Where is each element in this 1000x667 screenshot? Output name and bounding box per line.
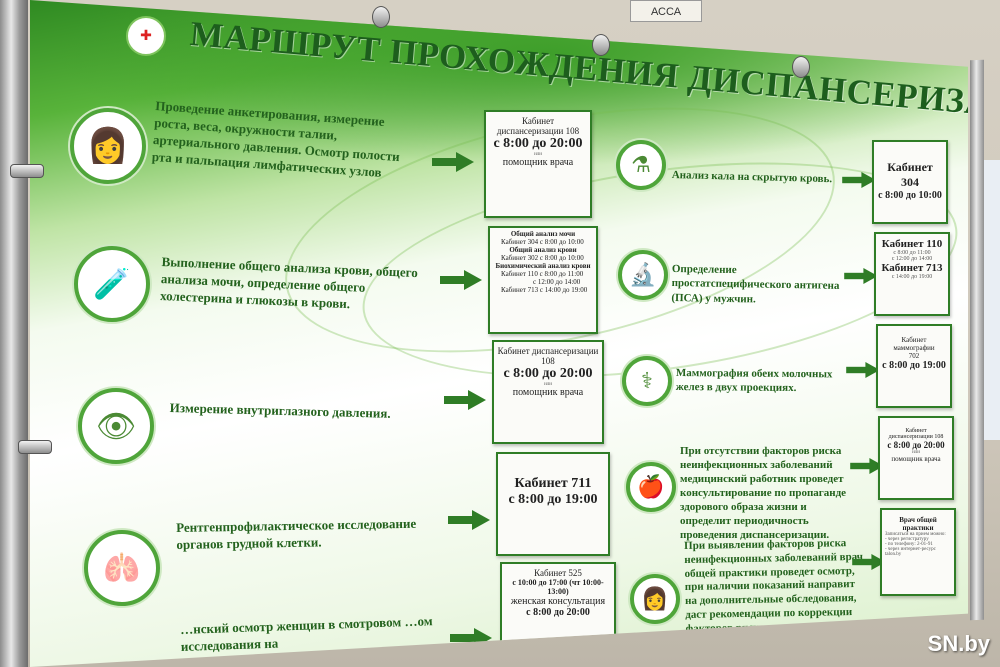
- mammography-icon: ⚕: [622, 356, 672, 406]
- card-line: Кабинет 713 с 14:00 до 19:00: [501, 286, 588, 294]
- schedule-card: Кабинет маммографии 702 с 8:00 до 19:00: [876, 324, 952, 408]
- card-hours: с 8:00 до 20:00: [526, 607, 590, 618]
- card-room: Кабинет 713: [881, 262, 943, 274]
- card-line: - через интернет-ресурс talon.by: [885, 547, 936, 557]
- card-line: Биохимический анализ крови: [495, 262, 591, 270]
- arrow-icon: [448, 510, 490, 530]
- card-room: Кабинет 110: [881, 238, 943, 250]
- lungs-icon: 🫁: [84, 530, 160, 606]
- schedule-card: Кабинет 711 с 8:00 до 19:00: [496, 452, 610, 556]
- schedule-card: Кабинет 304 с 8:00 до 10:00: [872, 140, 948, 224]
- metal-rail: [970, 59, 984, 621]
- card-hours: с 8:00 до 19:00: [508, 492, 598, 507]
- schedule-card: Кабинет диспансеризации 108 с 8:00 до 20…: [484, 110, 592, 218]
- step-text: Маммография обеих молочных желез в двух …: [675, 366, 833, 395]
- card-hours: с 8:00 до 10:00: [878, 190, 942, 201]
- card-title: Врач общей практики: [899, 516, 937, 532]
- card-line: с 14:00 до 19:00: [891, 274, 933, 280]
- test-tubes-icon: ⚗: [616, 140, 666, 190]
- card-subtitle: женская консультация: [510, 596, 606, 607]
- door-sign: АССА: [630, 0, 702, 22]
- card-line: Общий анализ крови: [509, 246, 577, 254]
- card-note: или: [534, 152, 542, 157]
- watermark: SN.by: [927, 631, 990, 656]
- card-room: Кабинет 711: [514, 476, 592, 491]
- step-text: Выполнение общего анализа крови, общего …: [159, 254, 419, 312]
- schedule-card: Общий анализ мочи Кабинет 304 с 8:00 до …: [488, 226, 598, 334]
- lifestyle-icon: 🍎: [626, 462, 676, 512]
- card-title: Кабинет диспансеризации 108: [497, 346, 599, 366]
- schedule-card: Врач общей практики Записаться на прием …: [880, 508, 956, 596]
- card-line: Записаться на прием можно:: [885, 532, 946, 537]
- card-line: Кабинет 304 с 8:00 до 10:00: [501, 238, 584, 246]
- card-line: - по телефону: 2-01-91: [885, 542, 933, 547]
- arrow-icon: [846, 362, 880, 378]
- card-title: Кабинет диспансеризации 108: [496, 116, 580, 136]
- schedule-card: Кабинет диспансеризации 108 с 8:00 до 20…: [878, 416, 954, 500]
- card-title: Кабинет 525: [534, 568, 582, 578]
- info-board: ✚ МАРШРУТ ПРОХОЖДЕНИЯ ДИСПАНСЕРИЗАЦИИ 👩 …: [30, 0, 968, 667]
- card-subtitle: помощник врача: [891, 455, 941, 463]
- eye-icon: 👁: [78, 388, 154, 464]
- card-hours: с 10:00 до 17:00 (чт 10:00-13:00): [512, 578, 604, 596]
- card-line: Кабинет 110 с 8:00 до 11:00: [501, 270, 584, 278]
- card-room: Кабинет 304: [887, 160, 933, 189]
- step-text: Определение простатспецифического антиге…: [671, 262, 840, 306]
- metal-rail: [0, 0, 28, 667]
- clinic-logo: ✚: [126, 16, 166, 56]
- schedule-card: Кабинет 110 с 8:00 до 11:00 с 12:00 до 1…: [874, 232, 950, 316]
- arrow-icon: [444, 390, 486, 410]
- step-text: При отсутствии факторов риска неинфекцио…: [680, 445, 847, 542]
- consultation-icon: 👩: [630, 574, 680, 624]
- card-line: с 8:00 до 11:00: [893, 250, 931, 256]
- microscope-icon: 🔬: [618, 250, 668, 300]
- card-hours: с 8:00 до 20:00: [503, 366, 593, 381]
- card-hours: с 8:00 до 20:00: [887, 440, 945, 450]
- frame-clamp: [592, 34, 610, 56]
- card-line: с 12:00 до 14:00: [891, 256, 933, 262]
- frame-clamp: [18, 440, 52, 454]
- card-hours: с 8:00 до 19:00: [882, 360, 946, 371]
- card-line: с 12:00 до 14:00: [533, 278, 581, 286]
- card-line: Общий анализ мочи: [510, 230, 576, 238]
- card-hours: с 8:00 до 20:00: [493, 136, 583, 151]
- schedule-card: Кабинет диспансеризации 108 с 8:00 до 20…: [492, 340, 604, 444]
- arrow-icon: [432, 152, 474, 172]
- card-subtitle: помощник врача: [502, 157, 574, 168]
- frame-clamp: [372, 6, 390, 28]
- arrow-icon: [844, 268, 878, 284]
- card-title: Кабинет диспансеризации 108: [888, 428, 944, 440]
- card-line: - через регистратуру: [885, 537, 929, 542]
- step-text: Проведение анкетирования, измерение рост…: [151, 98, 401, 180]
- step-text: Измерение внутриглазного давления.: [169, 400, 391, 421]
- card-title: 702: [908, 352, 920, 360]
- frame-clamp: [792, 56, 810, 78]
- blood-test-icon: 🧪: [74, 246, 150, 322]
- arrow-icon: [440, 270, 482, 290]
- card-line: Кабинет 302 с 8:00 до 10:00: [501, 254, 584, 262]
- frame-clamp: [10, 164, 44, 178]
- card-note: или: [912, 450, 920, 455]
- doctor-icon: 👩: [70, 108, 146, 184]
- step-text: Рентгенпрофилактическое исследование орг…: [176, 515, 417, 552]
- arrow-icon: [842, 172, 876, 188]
- card-title: Кабинет маммографии: [893, 336, 935, 352]
- card-subtitle: помощник врача: [512, 387, 584, 398]
- card-note: или: [544, 382, 552, 387]
